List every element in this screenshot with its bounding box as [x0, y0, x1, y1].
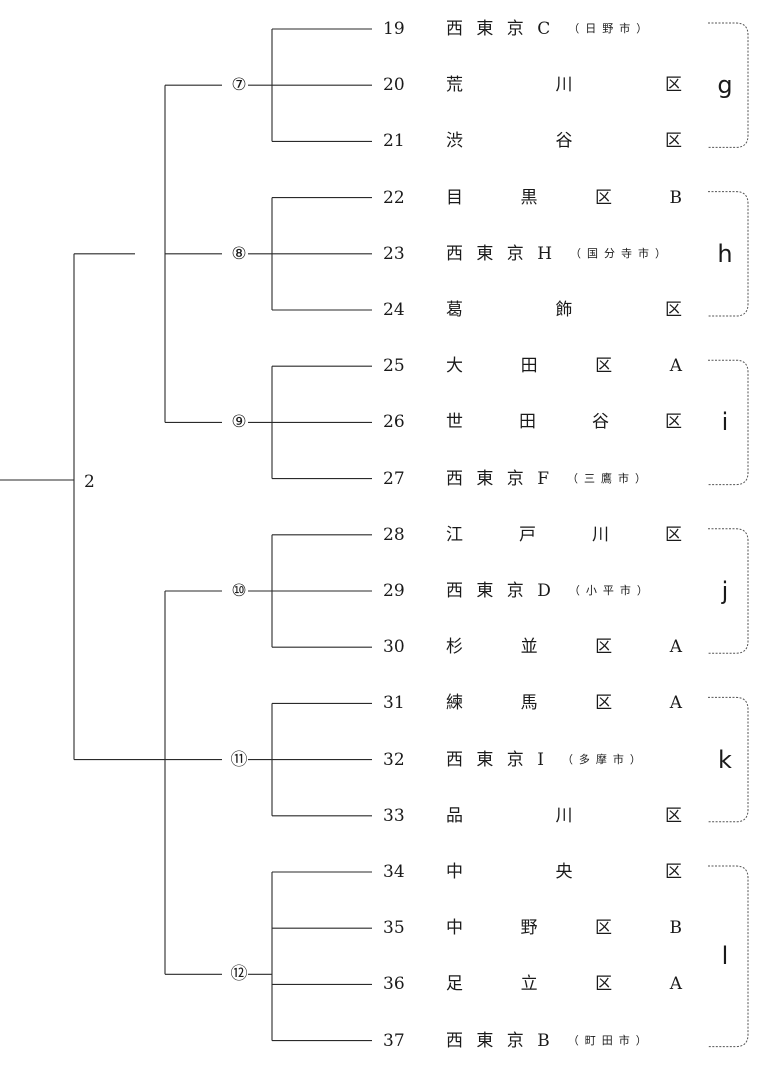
- match-label-m7: ⑦: [231, 75, 247, 96]
- team-number: 36: [383, 974, 405, 995]
- match-label-m9: ⑨: [231, 412, 247, 433]
- team-name: 西 東 京 B（町田市）: [446, 1030, 653, 1051]
- team-number: 28: [383, 524, 405, 545]
- group-letter-k: k: [718, 745, 732, 774]
- team-name: 西 東 京 H（国分寺市）: [446, 243, 673, 264]
- match-label-m12: ⑫: [230, 964, 248, 985]
- group-bracket: [708, 191, 749, 317]
- match-label-m8: ⑧: [231, 243, 247, 264]
- group-letter-h: h: [717, 239, 733, 268]
- group-bracket: [708, 22, 749, 148]
- group-letter-l: l: [721, 942, 729, 971]
- group-bracket: [708, 359, 749, 486]
- team-city: （三鷹市）: [567, 471, 653, 485]
- team-name: 西 東 京 I（多摩市）: [446, 749, 647, 770]
- team-number: 24: [383, 300, 405, 320]
- group-bracket: [708, 696, 749, 823]
- seed-label: 2: [84, 472, 95, 492]
- team-name: 葛飾区: [446, 300, 682, 320]
- team-number: 27: [383, 468, 405, 489]
- team-number: 19: [383, 19, 405, 39]
- team-name: 西 東 京 F（三鷹市）: [446, 468, 653, 489]
- team-number: 23: [383, 243, 405, 264]
- team-number: 29: [383, 581, 405, 601]
- team-number: 21: [383, 131, 405, 152]
- team-number: 25: [383, 356, 405, 377]
- match-label-m11: ⑪: [230, 749, 248, 770]
- team-number: 20: [383, 75, 405, 96]
- team-name: 品川区: [446, 805, 682, 826]
- team-number: 26: [383, 412, 405, 433]
- team-name: 西 東 京 D（小平市）: [446, 581, 654, 601]
- match-label-m10: ⑩: [231, 581, 247, 601]
- team-city: （多摩市）: [561, 752, 647, 766]
- group-letter-j: j: [721, 577, 729, 605]
- group-bracket: [708, 865, 749, 1048]
- team-name: 中央区: [446, 862, 682, 882]
- team-name: 江戸川区: [446, 524, 682, 545]
- team-number: 22: [383, 187, 405, 208]
- team-name: 荒川区: [446, 75, 682, 96]
- group-letter-i: i: [721, 408, 729, 437]
- team-number: 30: [383, 637, 405, 658]
- group-letter-g: g: [717, 71, 733, 100]
- team-number: 32: [383, 749, 405, 770]
- team-city: （町田市）: [567, 1033, 653, 1047]
- team-city: （国分寺市）: [570, 246, 673, 260]
- team-name: 渋谷区: [446, 131, 682, 152]
- team-number: 31: [383, 693, 405, 714]
- team-number: 34: [383, 862, 405, 882]
- team-number: 37: [383, 1030, 405, 1051]
- team-name: 世田谷区: [446, 412, 682, 433]
- team-city: （日野市）: [568, 22, 654, 35]
- team-name: 西 東 京 C（日野市）: [446, 19, 654, 39]
- team-number: 35: [383, 918, 405, 939]
- team-number: 33: [383, 805, 405, 826]
- group-bracket: [708, 528, 749, 654]
- team-city: （小平市）: [568, 584, 654, 597]
